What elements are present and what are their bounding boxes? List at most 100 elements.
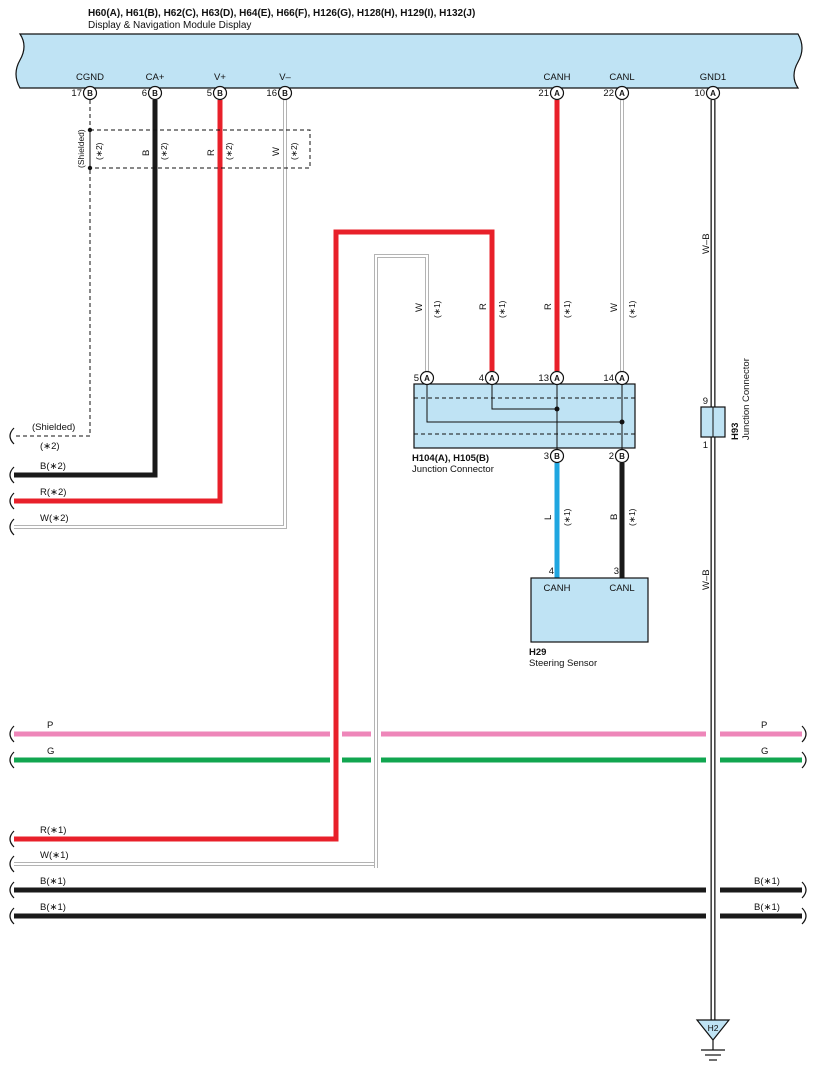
sensor-label-canh: CANH xyxy=(544,583,571,594)
module-pin-number: 17 xyxy=(71,88,82,99)
jwire-w-right: W xyxy=(609,303,620,312)
module-pins: 17 B 6 B 5 B 16 B 21 A 22 A xyxy=(71,85,721,101)
ground-id: H2 xyxy=(708,1023,719,1033)
jwire-w-right-note: (∗1) xyxy=(627,300,637,318)
gnd-wire-label-lower: W–B xyxy=(701,569,712,590)
label-b1b-left: B(∗1) xyxy=(40,902,66,913)
junction-pin-number: 4 xyxy=(479,373,484,384)
label-r2: R(∗2) xyxy=(40,487,66,498)
signal-v-minus: V– xyxy=(279,72,291,83)
sensor-name: Steering Sensor xyxy=(529,658,597,669)
module-pin-6: 6 B xyxy=(142,85,163,101)
label-g-left: G xyxy=(47,746,54,757)
junction-pin-conn: A xyxy=(489,374,495,383)
shield-shielded-label: (Shielded) xyxy=(76,129,86,168)
module-pin-number: 6 xyxy=(142,88,147,99)
module-pin-5: 5 B xyxy=(207,85,228,101)
jwire-w-left: W xyxy=(414,303,425,312)
junction-pin-number: 3 xyxy=(544,451,549,462)
junction-pin-conn: B xyxy=(554,452,560,461)
wire-ca-plus-black xyxy=(14,100,158,478)
wire-r1-red xyxy=(14,229,495,842)
label-b1a-right: B(∗1) xyxy=(754,876,780,887)
module-display-bar xyxy=(15,33,803,89)
jwire-l: L xyxy=(543,515,554,520)
junction-pin-number: 2 xyxy=(609,451,614,462)
junction-pin-number: 14 xyxy=(603,373,614,384)
label-b1a-left: B(∗1) xyxy=(40,876,66,887)
h93-id: H93 xyxy=(730,423,741,440)
junction-pin-conn: A xyxy=(424,374,430,383)
junction-pin-5: 5 A xyxy=(414,370,435,386)
wire-v-minus-white-core xyxy=(14,100,286,528)
junction-pin-conn: B xyxy=(619,452,625,461)
junction-node-canl xyxy=(619,419,625,425)
shield-labels: (Shielded) (∗2) B (∗2) R (∗2) W (∗2) xyxy=(76,129,299,168)
label-shielded: (Shielded) xyxy=(32,422,75,433)
label-w1: W(∗1) xyxy=(40,850,69,861)
wire-w1-white-core xyxy=(14,255,428,865)
sensor-pin-canh: 4 xyxy=(549,566,554,577)
junction-pin-conn: A xyxy=(619,374,625,383)
label-shielded-note: (∗2) xyxy=(40,441,60,452)
label-g-right: G xyxy=(761,746,768,757)
jwire-r-left: R xyxy=(478,303,489,310)
shield-note-b: (∗2) xyxy=(159,142,169,160)
module-pin-conn: A xyxy=(554,89,560,98)
signal-canl: CANL xyxy=(609,72,634,83)
wire-v-plus-red xyxy=(14,100,223,504)
signal-gnd1: GND1 xyxy=(700,72,726,83)
signal-cgnd: CGND xyxy=(76,72,104,83)
junction-internal-lines xyxy=(426,384,623,452)
module-pin-number: 22 xyxy=(603,88,614,99)
module-pin-number: 16 xyxy=(266,88,277,99)
ground-triangle xyxy=(695,1019,731,1041)
shield-dot-bottom xyxy=(87,165,93,171)
sensor-pin-canl: 3 xyxy=(614,566,619,577)
label-r1: R(∗1) xyxy=(40,825,66,836)
jwire-r-right-note: (∗1) xyxy=(562,300,572,318)
module-pin-10: 10 A xyxy=(694,85,721,101)
sensor-label-canl: CANL xyxy=(609,583,634,594)
label-p-left: P xyxy=(47,720,53,731)
shield-box xyxy=(89,129,311,169)
shield-note-cgnd: (∗2) xyxy=(94,142,104,160)
shield-dot-top xyxy=(87,127,93,133)
cgnd-shield-wire xyxy=(14,100,91,437)
signal-canh: CANH xyxy=(544,72,571,83)
label-p-right: P xyxy=(761,720,767,731)
jwire-w-left-note: (∗1) xyxy=(432,300,442,318)
junction-wire-labels: W (∗1) R (∗1) R (∗1) W (∗1) L (∗1) B (∗1… xyxy=(414,300,637,526)
signal-v-plus: V+ xyxy=(214,72,226,83)
h93-name: Junction Connector xyxy=(741,358,752,440)
junction-pin-conn: A xyxy=(554,374,560,383)
jwire-b-note: (∗1) xyxy=(627,508,637,526)
junction-pin-14: 14 A xyxy=(603,370,630,386)
ground-icon xyxy=(701,1040,725,1061)
junction-pin-4: 4 A xyxy=(479,370,500,386)
junction-pin-13: 13 A xyxy=(538,370,565,386)
junction-pins: 5 A 4 A 13 A 14 A 3 B 2 B xyxy=(414,370,630,464)
label-w2: W(∗2) xyxy=(40,513,69,524)
label-b2: B(∗2) xyxy=(40,461,66,472)
shield-note-w: (∗2) xyxy=(289,142,299,160)
module-pin-conn: A xyxy=(619,89,625,98)
jwire-b: B xyxy=(609,514,620,520)
steering-sensor-box xyxy=(530,577,649,643)
junction-name: Junction Connector xyxy=(412,464,494,475)
jwire-l-note: (∗1) xyxy=(562,508,572,526)
connector-ids-title: H60(A), H61(B), H62(C), H63(D), H64(E), … xyxy=(88,8,475,19)
junction-pin-number: 13 xyxy=(538,373,549,384)
module-pin-number: 21 xyxy=(538,88,549,99)
break-marks xyxy=(9,427,807,925)
module-pin-conn: B xyxy=(282,89,288,98)
module-pin-number: 5 xyxy=(207,88,212,99)
sensor-id: H29 xyxy=(529,647,546,658)
junction-node-canh xyxy=(554,406,560,412)
h93-pin-bottom: 1 xyxy=(703,440,708,451)
shield-wire-b: B xyxy=(141,150,152,156)
module-pin-16: 16 B xyxy=(266,85,293,101)
module-pin-conn: B xyxy=(217,89,223,98)
module-pin-22: 22 A xyxy=(603,85,630,101)
